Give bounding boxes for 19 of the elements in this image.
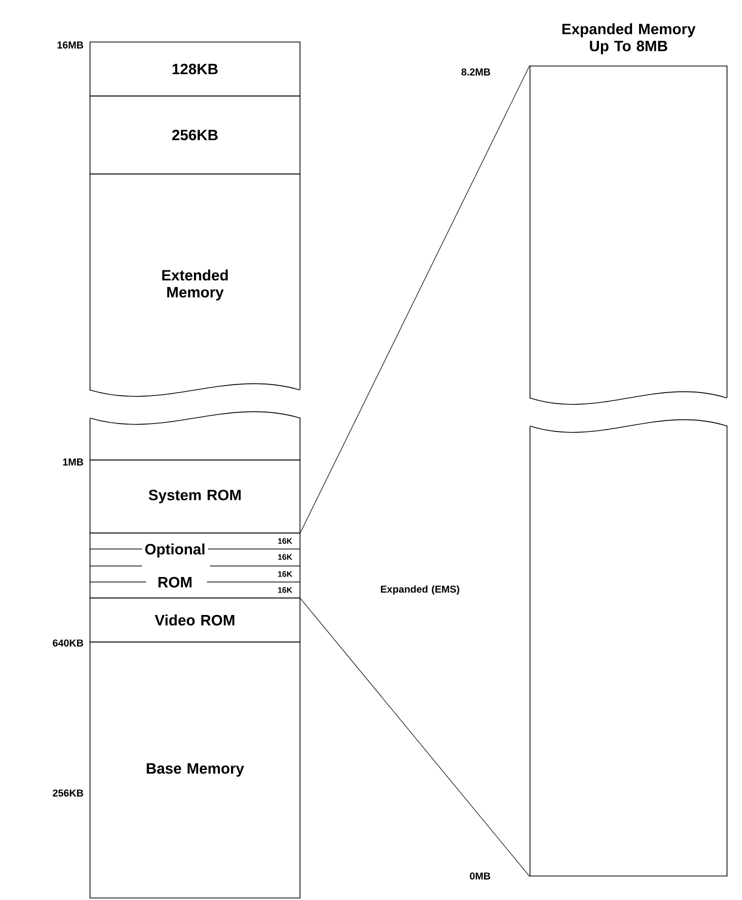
memory-segment: 128KB xyxy=(90,42,300,96)
size-label: 16K xyxy=(278,571,292,577)
connector-line xyxy=(300,598,530,877)
address-label: 1MB xyxy=(63,458,84,466)
region-label: Expanded (EMS) xyxy=(380,585,460,595)
memory-segment: 256KB xyxy=(90,96,300,174)
memory-segment: System ROM xyxy=(90,460,300,534)
size-label: 16K xyxy=(278,587,292,593)
size-label: 16K xyxy=(278,538,292,544)
memory-segment: Video ROM xyxy=(90,598,300,642)
address-label: 640KB xyxy=(52,639,84,647)
memory-segment: Extended Memory xyxy=(90,174,300,460)
connector-line xyxy=(300,65,530,533)
node-label: Expanded Memory Up To 8MB xyxy=(562,23,696,54)
size-label: 16K xyxy=(278,554,292,560)
address-label: 8.2MB xyxy=(461,68,490,76)
address-label: 0MB xyxy=(470,872,490,880)
memory-segment: Base Memory xyxy=(90,642,300,898)
memory-column: Expanded Memory Up To 8MB xyxy=(530,23,728,876)
